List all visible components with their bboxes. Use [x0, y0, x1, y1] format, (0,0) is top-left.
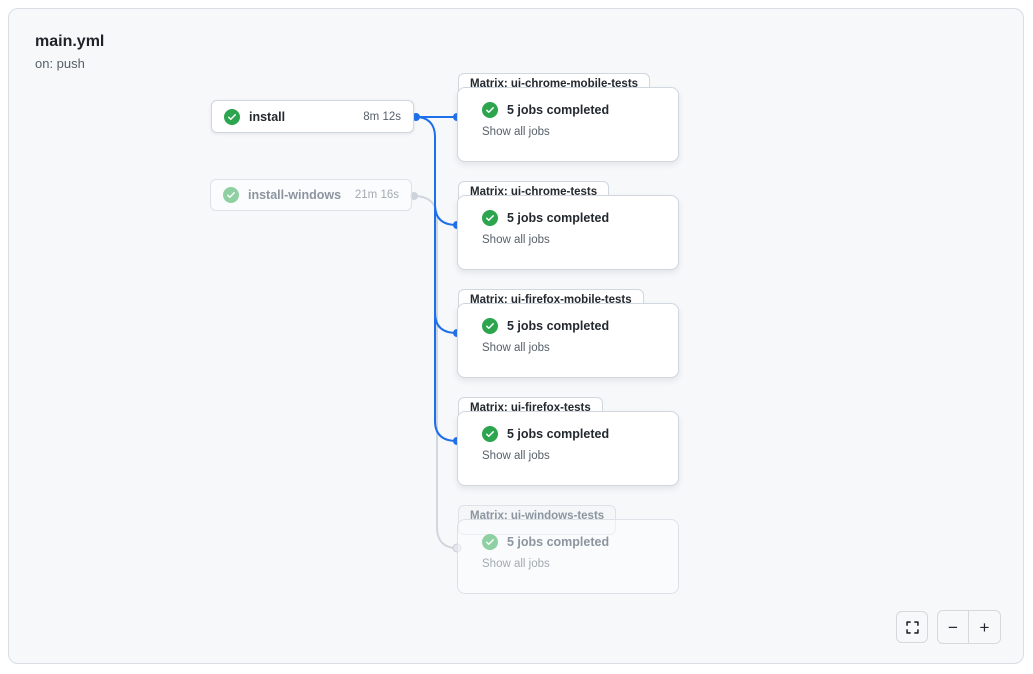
matrix-card[interactable]: 5 jobs completed Show all jobs: [457, 87, 679, 162]
job-name: install: [249, 109, 286, 124]
jobs-completed-summary: 5 jobs completed: [507, 319, 610, 333]
workflow-header: main.yml on: push: [35, 33, 104, 71]
edge-install-to-firefox-mobile: [434, 137, 458, 334]
matrix-group-ui-chrome-tests: Matrix: ui-chrome-tests 5 jobs completed…: [457, 181, 679, 270]
matrix-card[interactable]: 5 jobs completed Show all jobs: [457, 411, 679, 486]
zoom-control-group: − +: [937, 610, 1001, 644]
zoom-out-button[interactable]: −: [938, 611, 969, 643]
matrix-group-ui-chrome-mobile-tests: Matrix: ui-chrome-mobile-tests 5 jobs co…: [457, 73, 679, 162]
jobs-completed-summary: 5 jobs completed: [507, 103, 610, 117]
show-all-jobs-link[interactable]: Show all jobs: [482, 342, 550, 354]
graph-view-controls: − +: [896, 610, 1001, 644]
job-duration: 21m 16s: [354, 189, 399, 201]
matrix-group-ui-windows-tests: Matrix: ui-windows-tests 5 jobs complete…: [457, 505, 679, 594]
jobs-completed-summary: 5 jobs completed: [507, 211, 610, 225]
success-check-icon: [482, 102, 498, 118]
fullscreen-icon: [905, 620, 919, 634]
workflow-trigger: on: push: [35, 56, 85, 71]
show-all-jobs-link[interactable]: Show all jobs: [482, 450, 550, 462]
show-all-jobs-link[interactable]: Show all jobs: [482, 126, 550, 138]
workflow-file-title: main.yml: [35, 33, 105, 50]
matrix-card[interactable]: 5 jobs completed Show all jobs: [457, 195, 679, 270]
edge-install-to-chrome: [415, 116, 458, 226]
success-check-icon: [223, 187, 239, 203]
job-node-install[interactable]: install 8m 12s: [211, 100, 414, 133]
edge-install-to-firefox: [434, 137, 458, 442]
job-name: install-windows: [248, 188, 342, 202]
job-duration: 8m 12s: [363, 110, 401, 123]
jobs-completed-summary: 5 jobs completed: [507, 427, 610, 441]
show-all-jobs-link[interactable]: Show all jobs: [482, 234, 550, 246]
workflow-graph-canvas[interactable]: main.yml on: push install 8m 12s install…: [8, 8, 1024, 664]
show-all-jobs-link[interactable]: Show all jobs: [482, 558, 550, 570]
matrix-card[interactable]: 5 jobs completed Show all jobs: [457, 519, 679, 594]
job-node-install-windows[interactable]: install-windows 21m 16s: [210, 179, 412, 211]
jobs-completed-summary: 5 jobs completed: [507, 535, 610, 549]
matrix-group-ui-firefox-mobile-tests: Matrix: ui-firefox-mobile-tests 5 jobs c…: [457, 289, 679, 378]
success-check-icon: [482, 426, 498, 442]
success-check-icon: [482, 534, 498, 550]
success-check-icon: [224, 108, 240, 125]
matrix-group-ui-firefox-tests: Matrix: ui-firefox-tests 5 jobs complete…: [457, 397, 679, 486]
zoom-in-button[interactable]: +: [969, 611, 1000, 643]
success-check-icon: [482, 318, 498, 334]
matrix-card[interactable]: 5 jobs completed Show all jobs: [457, 303, 679, 378]
fullscreen-button[interactable]: [896, 611, 928, 643]
success-check-icon: [482, 210, 498, 226]
edge-install-windows-to-windows-tests: [413, 195, 458, 549]
